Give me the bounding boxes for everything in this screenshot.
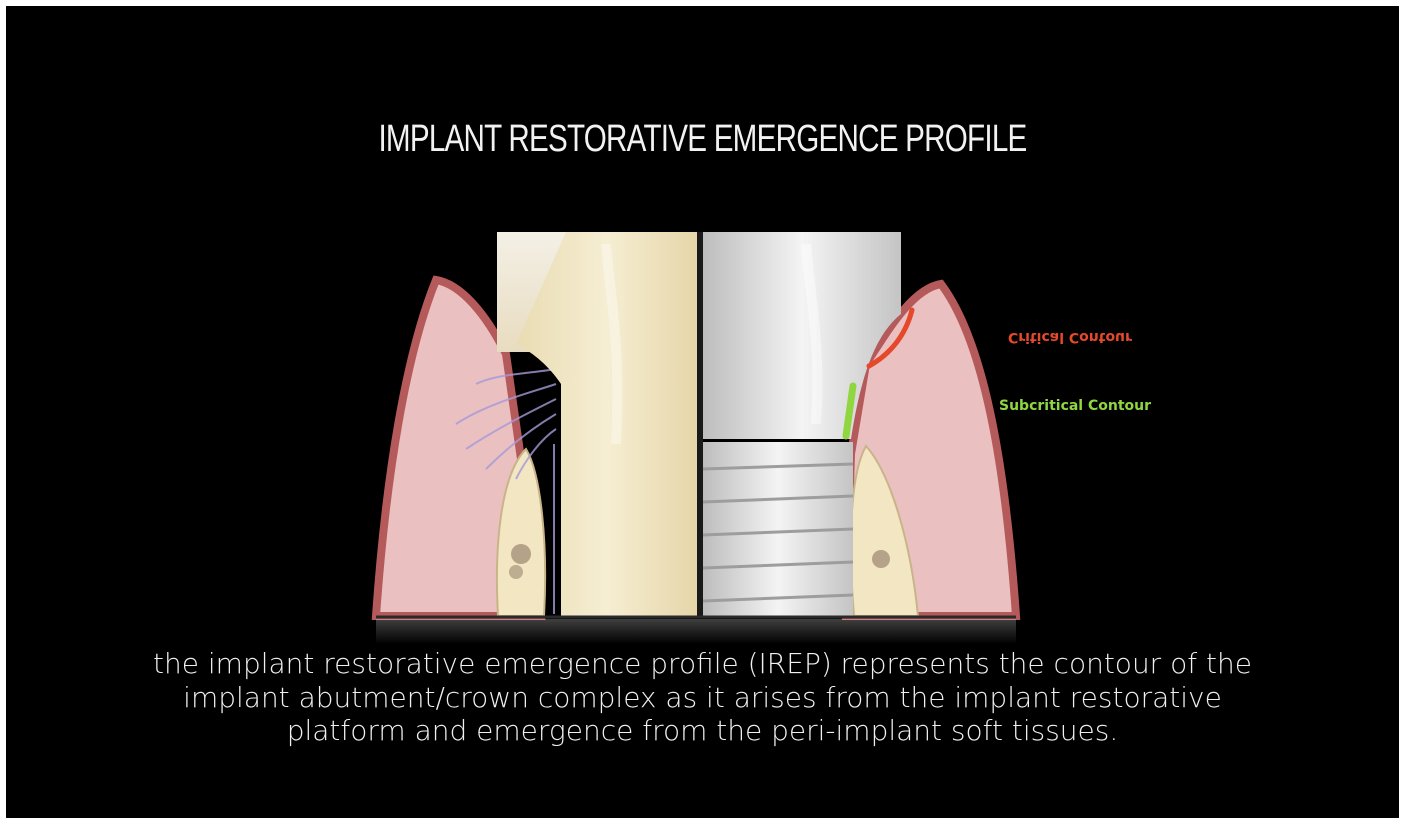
caption-line-3: platform and emergence from the peri-imp… — [36, 714, 1369, 748]
critical-contour-label: Critical Contour — [1008, 329, 1132, 345]
subcritical-contour-label: Subcritical Contour — [999, 398, 1151, 414]
caption-line-2: implant abutment/crown complex as it ari… — [36, 681, 1369, 715]
natural-tooth-panel — [376, 232, 697, 616]
video-frame: IMPLANT RESTORATIVE EMERGENCE PROFILE — [6, 6, 1399, 818]
slide-title: IMPLANT RESTORATIVE EMERGENCE PROFILE — [159, 118, 1246, 161]
caption-text: the implant restorative emergence profil… — [36, 647, 1369, 748]
caption-line-1: the implant restorative emergence profil… — [36, 647, 1369, 681]
implant-panel — [703, 232, 1016, 616]
tooth-implant-comparison-illustration — [366, 224, 1026, 644]
